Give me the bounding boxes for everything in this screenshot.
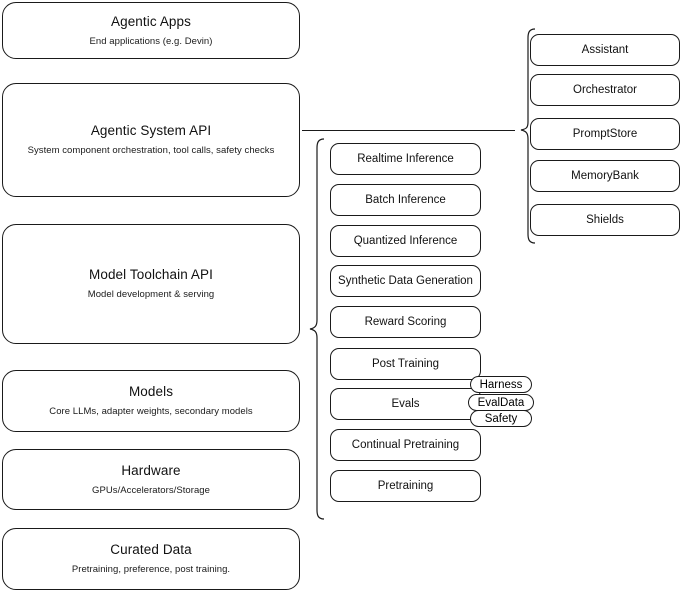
component-label: Batch Inference [365,193,446,206]
connector-line-agentic-system [302,129,515,131]
component-label: Shields [586,213,624,226]
component-label: Synthetic Data Generation [338,274,473,287]
stack-layer-title: Models [128,384,174,400]
stack-layer-agentic-system-api[interactable]: Agentic System API System component orch… [2,83,300,197]
component-label: Realtime Inference [357,152,454,165]
evals-subcomponent-harness[interactable]: Harness [470,376,532,393]
component-label: Quantized Inference [353,234,458,247]
stack-layer-title: Agentic Apps [110,13,191,29]
subcomponent-label: Harness [479,378,523,391]
toolchain-component-pretraining[interactable]: Pretraining [330,470,481,502]
subcomponent-label: Safety [484,412,518,425]
agentic-component-orchestrator[interactable]: Orchestrator [530,74,680,106]
evals-subcomponent-safety[interactable]: Safety [470,410,532,427]
stack-layer-title: Model Toolchain API [89,267,213,283]
component-label: Orchestrator [573,83,637,96]
stack-layer-model-toolchain-api[interactable]: Model Toolchain API Model development & … [2,224,300,344]
agentic-component-memorybank[interactable]: MemoryBank [530,160,680,192]
stack-layer-title: Hardware [121,462,181,478]
toolchain-component-realtime-inference[interactable]: Realtime Inference [330,143,481,175]
stack-layer-subtitle: Pretraining, preference, post training. [71,564,231,575]
component-label: Evals [391,397,420,410]
stack-layer-subtitle: Core LLMs, adapter weights, secondary mo… [49,406,253,417]
component-label: Assistant [581,43,629,56]
stack-layer-title: Agentic System API [90,123,212,139]
toolchain-component-quantized-inference[interactable]: Quantized Inference [330,225,481,257]
evals-subcomponent-evaldata[interactable]: EvalData [468,394,534,411]
toolchain-component-continual-pretraining[interactable]: Continual Pretraining [330,429,481,461]
brace-toolchain [309,138,325,520]
stack-layer-subtitle: System component orchestration, tool cal… [27,145,275,156]
toolchain-component-post-training[interactable]: Post Training [330,348,481,380]
subcomponent-label: EvalData [477,396,525,409]
stack-layer-subtitle: Model development & serving [87,289,215,300]
component-label: MemoryBank [571,169,639,182]
stack-layer-models[interactable]: Models Core LLMs, adapter weights, secon… [2,370,300,432]
toolchain-component-evals[interactable]: Evals [330,388,481,420]
toolchain-component-synthetic-data-generation[interactable]: Synthetic Data Generation [330,265,481,297]
stack-layer-subtitle: GPUs/Accelerators/Storage [92,484,210,496]
component-label: Continual Pretraining [351,438,460,451]
agentic-component-shields[interactable]: Shields [530,204,680,236]
component-label: PromptStore [572,127,638,140]
stack-layer-hardware[interactable]: Hardware GPUs/Accelerators/Storage [2,449,300,510]
agentic-component-promptstore[interactable]: PromptStore [530,118,680,150]
component-label: Post Training [371,357,440,370]
toolchain-component-reward-scoring[interactable]: Reward Scoring [330,306,481,338]
stack-layer-subtitle: End applications (e.g. Devin) [89,35,213,47]
component-label: Reward Scoring [364,315,447,328]
component-label: Pretraining [377,479,434,492]
stack-layer-agentic-apps[interactable]: Agentic Apps End applications (e.g. Devi… [2,2,300,59]
stack-layer-title: Curated Data [110,542,192,558]
brace-agentic-system [520,28,536,244]
toolchain-component-batch-inference[interactable]: Batch Inference [330,184,481,216]
agentic-component-assistant[interactable]: Assistant [530,34,680,66]
stack-layer-curated-data[interactable]: Curated Data Pretraining, preference, po… [2,528,300,590]
